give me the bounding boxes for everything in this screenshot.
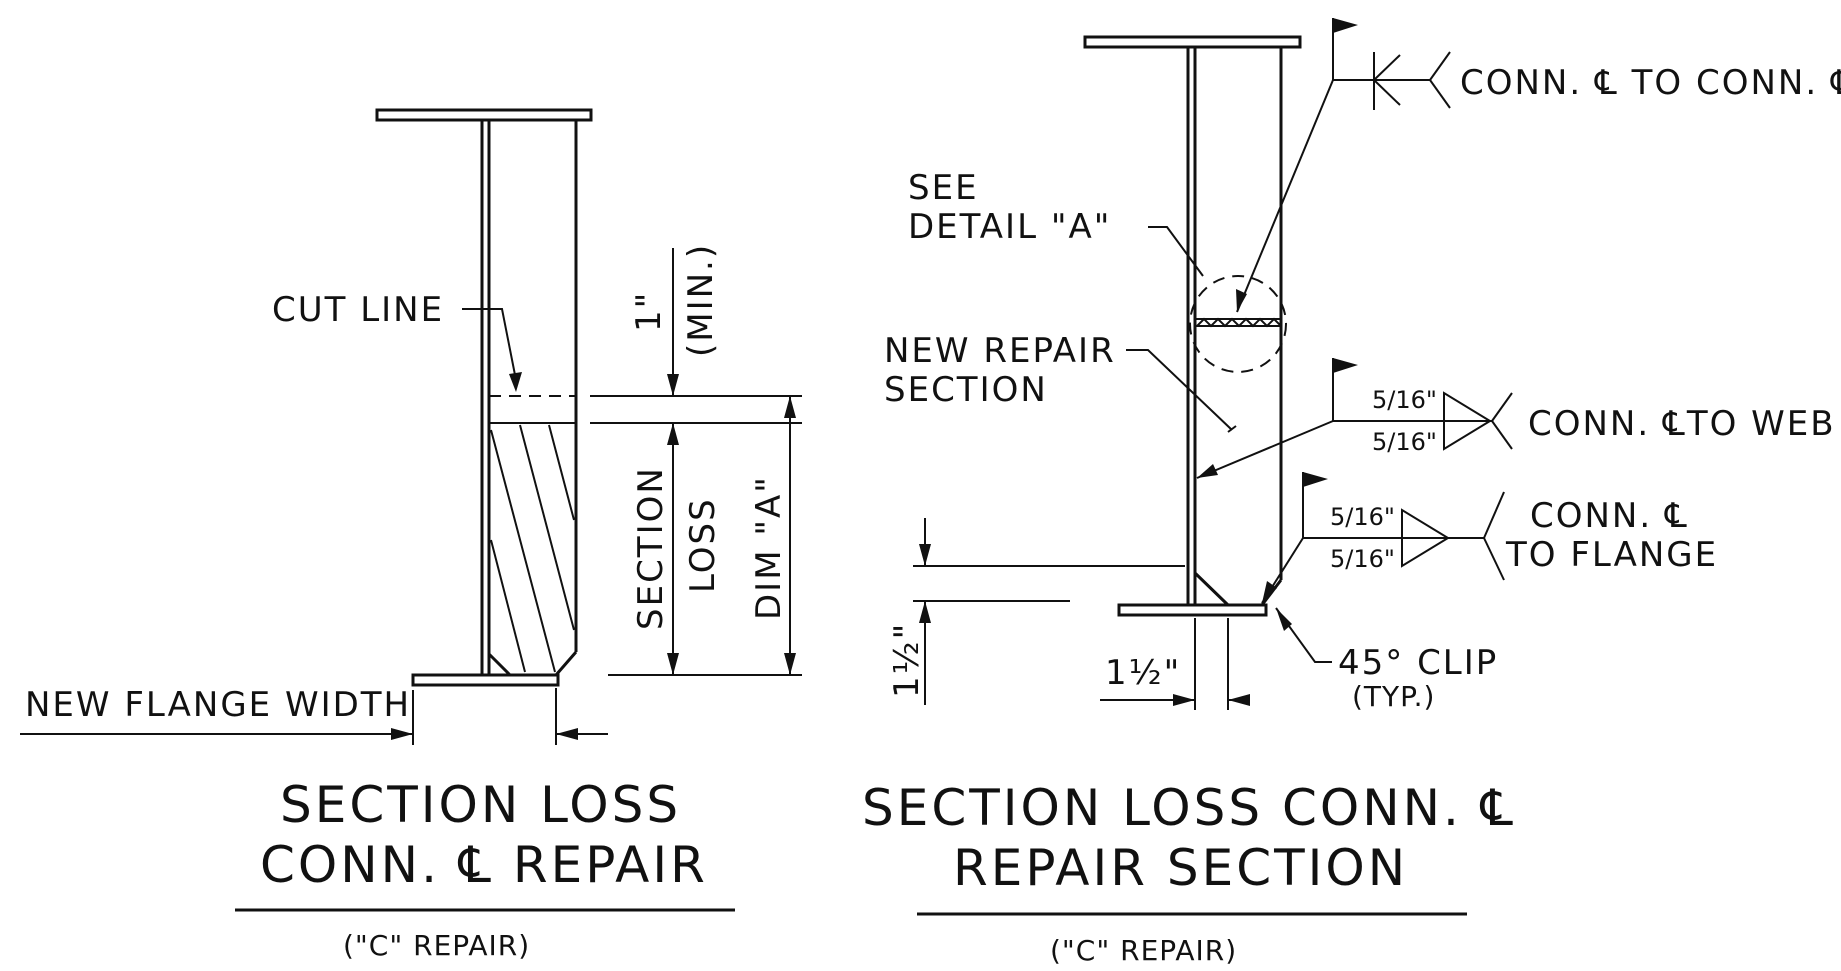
right-title-line1: SECTION LOSS CONN. ℄ xyxy=(862,779,1516,837)
left-web-clip xyxy=(487,652,512,677)
weld2-tail-up xyxy=(1491,392,1513,422)
weld2-label: CONN. ℄TO WEB xyxy=(1528,404,1836,444)
dim-min-arrow xyxy=(667,374,679,396)
dim-section-loss-arrow-top xyxy=(667,423,679,445)
new-repair-label: NEW REPAIR xyxy=(884,331,1116,371)
hdim-arrow-left xyxy=(1173,694,1195,706)
clip-typ-label: (TYP.) xyxy=(1352,680,1435,713)
weld1-tail-up xyxy=(1429,51,1451,81)
vdim-arrow-top xyxy=(919,544,931,566)
dim-min-label: (MIN.) xyxy=(681,243,721,357)
dim-section-loss-arrow-bottom xyxy=(667,653,679,675)
weld2-fillet-top: 5/16" xyxy=(1372,386,1437,414)
left-section-loss-hatch xyxy=(490,424,575,673)
clip-label: 45° CLIP xyxy=(1338,643,1498,683)
detail-a-label: DETAIL "A" xyxy=(908,207,1111,247)
new-repair-leader xyxy=(1126,349,1233,431)
weld1-symbol-diag-up xyxy=(1373,54,1401,81)
new-repair-leader-tick xyxy=(1227,425,1237,433)
new-flange-width-label: NEW FLANGE WIDTH xyxy=(25,685,411,725)
left-detail: CUT LINE 1" (MIN.) SECTION LOSS DIM "A" … xyxy=(20,108,802,962)
weld1-arrowhead xyxy=(1236,289,1247,312)
dim-a-arrow-bottom xyxy=(784,653,796,675)
weld3-label-line2: TO FLANGE xyxy=(1505,535,1718,575)
weld3-tail-up xyxy=(1483,491,1505,539)
weld3-fillet-triangle xyxy=(1401,508,1450,568)
weld2-arrow-line xyxy=(1196,420,1334,479)
right-title-line2: REPAIR SECTION xyxy=(953,839,1408,897)
vdim-arrow-bottom xyxy=(919,601,931,623)
right-detail: SEE DETAIL "A" NEW REPAIR SECTION CONN. … xyxy=(862,18,1841,967)
dim-a-label: DIM "A" xyxy=(749,475,789,620)
weld1-symbol-diag-down xyxy=(1373,79,1401,106)
detail-a-circle xyxy=(1189,275,1287,373)
section-label: SECTION xyxy=(631,466,671,630)
weld3-tail-down xyxy=(1483,537,1505,581)
right-top-flange xyxy=(1083,35,1302,49)
weld3-arrowhead xyxy=(1262,581,1277,603)
new-repair-section-label: SECTION xyxy=(884,370,1048,410)
left-plate-clip xyxy=(554,651,578,676)
cut-line-label: CUT LINE xyxy=(272,290,444,330)
clip-arrowhead xyxy=(1276,608,1292,631)
loss-label: LOSS xyxy=(683,497,723,593)
left-subtitle: ("C" REPAIR) xyxy=(343,929,530,962)
weld3-flag xyxy=(1303,472,1328,487)
weld2-fillet-bottom: 5/16" xyxy=(1372,428,1437,456)
left-bottom-flange xyxy=(411,673,560,687)
right-subtitle: ("C" REPAIR) xyxy=(1050,934,1237,967)
weld3-fillet-bottom: 5/16" xyxy=(1330,545,1395,573)
see-label: SEE xyxy=(908,168,979,208)
weld3-fillet-top: 5/16" xyxy=(1330,503,1395,531)
left-title-line1: SECTION LOSS xyxy=(280,776,681,834)
weld1-flag xyxy=(1333,18,1358,33)
weld1-tail-down xyxy=(1429,79,1451,109)
weld2-tail-down xyxy=(1491,420,1513,450)
vdim-label: 1½" xyxy=(887,622,927,698)
hdim-label: 1½" xyxy=(1105,653,1181,693)
right-web-clip xyxy=(1193,571,1230,607)
weld2-fillet-triangle xyxy=(1443,391,1492,451)
cut-line-leader xyxy=(462,308,517,381)
weld1-label: CONN. ℄ TO CONN. ℄ xyxy=(1460,63,1841,103)
dim-min-one-inch: 1" xyxy=(629,291,669,332)
flange-width-arrow-left xyxy=(391,728,413,740)
cut-line-arrow xyxy=(509,372,522,392)
flange-width-arrow-right xyxy=(556,728,578,740)
detail-a-leader xyxy=(1148,226,1204,277)
weld2-arrowhead xyxy=(1197,464,1218,478)
right-bottom-flange xyxy=(1117,603,1268,617)
hdim-arrow-right xyxy=(1228,694,1250,706)
dim-a-arrow-top xyxy=(784,396,796,418)
weld1-arrow-line xyxy=(1236,79,1334,313)
clip-leader xyxy=(1275,607,1332,663)
left-title-line2: CONN. ℄ REPAIR xyxy=(260,836,708,894)
left-top-flange xyxy=(375,108,593,122)
weld2-flag xyxy=(1333,358,1358,373)
splice-weld-hatch xyxy=(1196,317,1282,328)
weld3-label-line1: CONN. ℄ xyxy=(1530,496,1689,536)
